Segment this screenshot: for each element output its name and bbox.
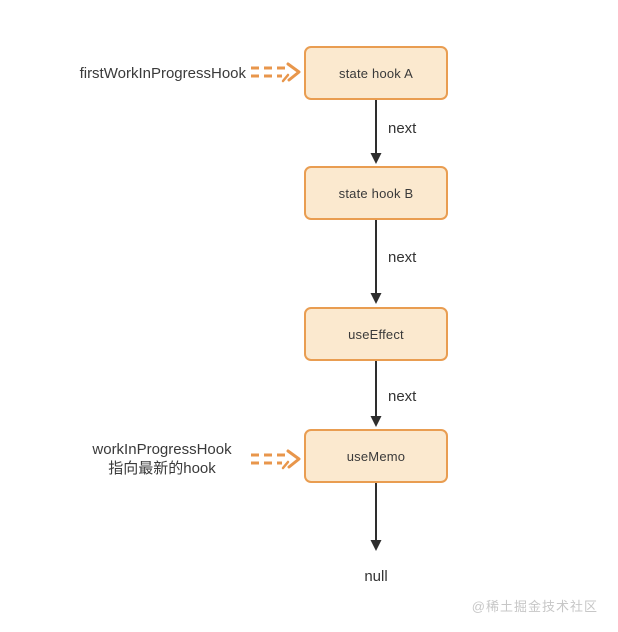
- node-label: useMemo: [346, 448, 406, 464]
- node-state-hook-a: state hook A: [304, 46, 448, 100]
- dashed-arrow-icon: [251, 449, 301, 470]
- annotation-work-in-progress-hook: workInProgressHook 指向最新的hook: [62, 440, 262, 478]
- annotation-line: 指向最新的hook: [108, 460, 216, 477]
- edge-label-next: next: [388, 388, 417, 405]
- node-label: state hook A: [339, 65, 413, 81]
- annotation-line: firstWorkInProgressHook: [79, 65, 246, 82]
- dashed-arrow-icon: [251, 62, 301, 83]
- node-state-hook-b: state hook B: [304, 166, 448, 220]
- annotation-line: workInProgressHook: [92, 441, 232, 458]
- node-usememo: useMemo: [304, 429, 448, 483]
- node-label: state hook B: [338, 185, 414, 201]
- terminal-null: null: [364, 568, 388, 585]
- node-label: useEffect: [348, 326, 404, 342]
- node-useeffect: useEffect: [304, 307, 448, 361]
- edge-label-next: next: [388, 249, 417, 266]
- edge-label-next: next: [388, 120, 417, 137]
- watermark: @稀土掘金技术社区: [471, 599, 598, 614]
- annotation-first-work-in-progress-hook: firstWorkInProgressHook: [0, 64, 246, 83]
